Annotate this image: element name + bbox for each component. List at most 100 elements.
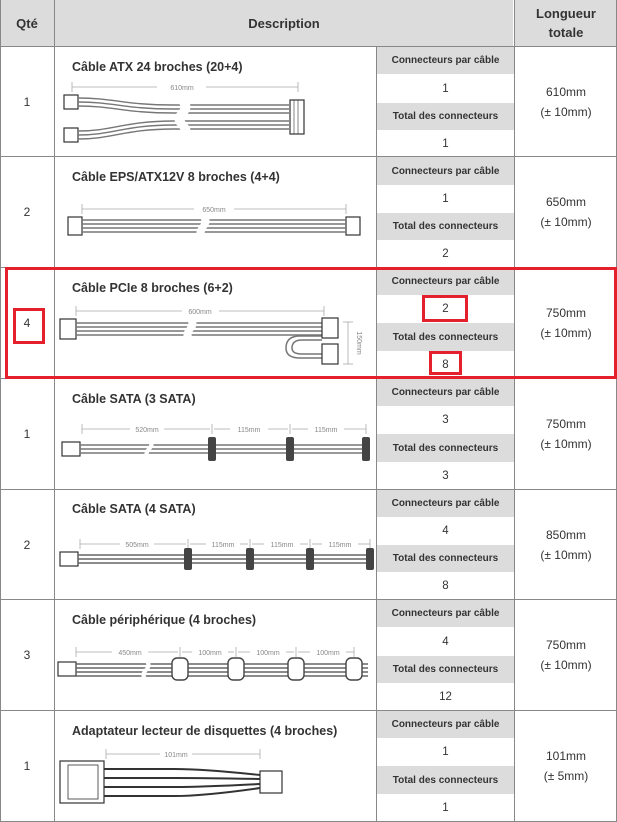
floppy-per-cable-value: 1 (442, 746, 449, 758)
sata4-total-value: 8 (442, 580, 449, 592)
floppy-cable-diagram: 101mm (59, 749, 283, 804)
header-length: Longueur totale (515, 0, 617, 46)
length-atx: 610mm (± 10mm) (515, 47, 617, 156)
length-eps-value: 650mm (545, 195, 586, 209)
periph-total-label: Total des connecteurs (377, 656, 514, 683)
title-sata3: Câble SATA (3 SATA) (72, 392, 196, 406)
eps-total-label: Total des connecteurs (377, 213, 514, 240)
qty-peripheral: 3 (23, 648, 31, 662)
dim-sata4-115c: 115mm (329, 542, 352, 549)
grid-line (376, 46, 377, 822)
atx-per-cable-value: 1 (442, 82, 449, 95)
grid-line (0, 710, 617, 711)
title-eps: Câble EPS/ATX12V 8 broches (4+4) (72, 170, 280, 184)
floppy-per-cable-label: Connecteurs par câble (377, 711, 514, 738)
dim-sata3-115a: 115mm (238, 427, 261, 434)
title-pcie: Câble PCIe 8 broches (6+2) (72, 281, 233, 295)
dim-floppy-101: 101mm (164, 752, 188, 759)
sata3-total-label: Total des connecteurs (377, 434, 514, 462)
atx-total-value: 1 (442, 137, 449, 150)
grid-line (54, 0, 55, 822)
sata4-per-cable-label: Connecteurs par câble (377, 490, 514, 517)
grid-line (0, 489, 617, 490)
dim-eps-650: 650mm (202, 207, 226, 214)
peripheral-cable-diagram: 450mm 100mm 100mm 100mm (57, 647, 368, 682)
sata4-total-label: Total des connecteurs (377, 545, 514, 572)
grid-line (0, 156, 617, 157)
length-floppy: 101mm (± 5mm) (515, 711, 617, 821)
periph-per-cable-label: Connecteurs par câble (377, 600, 514, 627)
qty-sata4: 2 (23, 537, 31, 552)
pcie-per-cable-value: 2 (442, 303, 449, 315)
title-atx: Câble ATX 24 broches (20+4) (72, 60, 243, 74)
dim-periph-100a: 100mm (198, 650, 222, 657)
highlight-qty-pcie (13, 308, 45, 344)
sata3-per-cable-value: 3 (442, 414, 449, 426)
dim-atx-610: 610mm (170, 85, 194, 92)
dim-periph-100b: 100mm (256, 650, 280, 657)
length-atx-tolerance: (± 10mm) (540, 104, 592, 119)
dim-sata3-520: 520mm (135, 427, 159, 434)
qty-pcie: 4 (23, 316, 31, 330)
pcie-total-label: Total des connecteurs (377, 323, 514, 351)
pcie-cable-diagram: 600mm 150mm (59, 306, 362, 365)
length-sata3: 750mm (± 10mm) (515, 379, 617, 489)
pcie-per-cable-label: Connecteurs par câble (377, 268, 514, 295)
title-peripheral: Câble périphérique (4 broches) (72, 613, 257, 627)
dim-sata4-115b: 115mm (271, 542, 294, 549)
sata3-total-value: 3 (442, 470, 449, 482)
pcie-total-value: 8 (442, 359, 449, 371)
sata3-cable-diagram: 520mm 115mm 115mm (61, 424, 370, 461)
title-sata4: Câble SATA (4 SATA) (72, 502, 196, 516)
length-atx-value: 610mm (545, 84, 586, 99)
atx-cable-diagram: 610mm (63, 82, 305, 143)
highlight-per-cable-pcie (422, 295, 468, 322)
length-pcie-tolerance: (± 10mm) (540, 326, 592, 340)
qty-sata3: 1 (23, 427, 31, 441)
length-peripheral: 750mm (± 10mm) (515, 600, 617, 710)
eps-cable-diagram: 650mm (67, 204, 361, 241)
grid-line (514, 0, 515, 822)
header-description: Description (55, 0, 513, 46)
header-qty: Qté (0, 0, 54, 46)
length-sata3-tolerance: (± 10mm) (540, 437, 592, 451)
length-sata4-value: 850mm (545, 527, 586, 542)
sata4-per-cable-value: 4 (442, 525, 449, 537)
dim-pcie-600: 600mm (188, 309, 212, 316)
periph-per-cable-value: 4 (442, 635, 449, 648)
highlight-total-pcie (429, 351, 462, 375)
qty-floppy: 1 (23, 759, 31, 773)
header-length-line2: totale (548, 25, 584, 40)
sata3-per-cable-label: Connecteurs par câble (377, 379, 514, 406)
dim-sata4-505: 505mm (125, 542, 149, 549)
length-pcie-value: 750mm (545, 306, 586, 320)
grid-line (0, 599, 617, 600)
eps-per-cable-label: Connecteurs par câble (377, 157, 514, 185)
periph-total-value: 12 (439, 691, 452, 703)
grid-line (0, 0, 1, 822)
length-peripheral-value: 750mm (545, 638, 586, 652)
header-length-line1: Longueur (536, 6, 596, 21)
length-pcie: 750mm (± 10mm) (515, 268, 617, 378)
floppy-total-label: Total des connecteurs (377, 766, 514, 794)
atx-per-cable-label: Connecteurs par câble (377, 47, 514, 74)
length-floppy-tolerance: (± 5mm) (543, 769, 589, 783)
length-sata4: 850mm (± 10mm) (515, 490, 617, 599)
dim-sata4-115a: 115mm (212, 542, 235, 549)
highlight-row-pcie (5, 267, 617, 379)
length-floppy-value: 101mm (545, 749, 586, 763)
length-peripheral-tolerance: (± 10mm) (540, 658, 592, 672)
eps-per-cable-value: 1 (442, 193, 449, 205)
floppy-total-value: 1 (442, 802, 449, 814)
grid-line (0, 46, 617, 47)
eps-total-value: 2 (442, 248, 449, 260)
qty-atx: 1 (23, 94, 31, 109)
dim-pcie-150: 150mm (355, 331, 362, 355)
dim-periph-100c: 100mm (316, 650, 340, 657)
length-eps: 650mm (± 10mm) (515, 157, 617, 267)
length-sata4-tolerance: (± 10mm) (540, 547, 592, 562)
length-eps-tolerance: (± 10mm) (540, 215, 592, 229)
atx-total-label: Total des connecteurs (377, 103, 514, 130)
qty-eps: 2 (23, 205, 31, 219)
